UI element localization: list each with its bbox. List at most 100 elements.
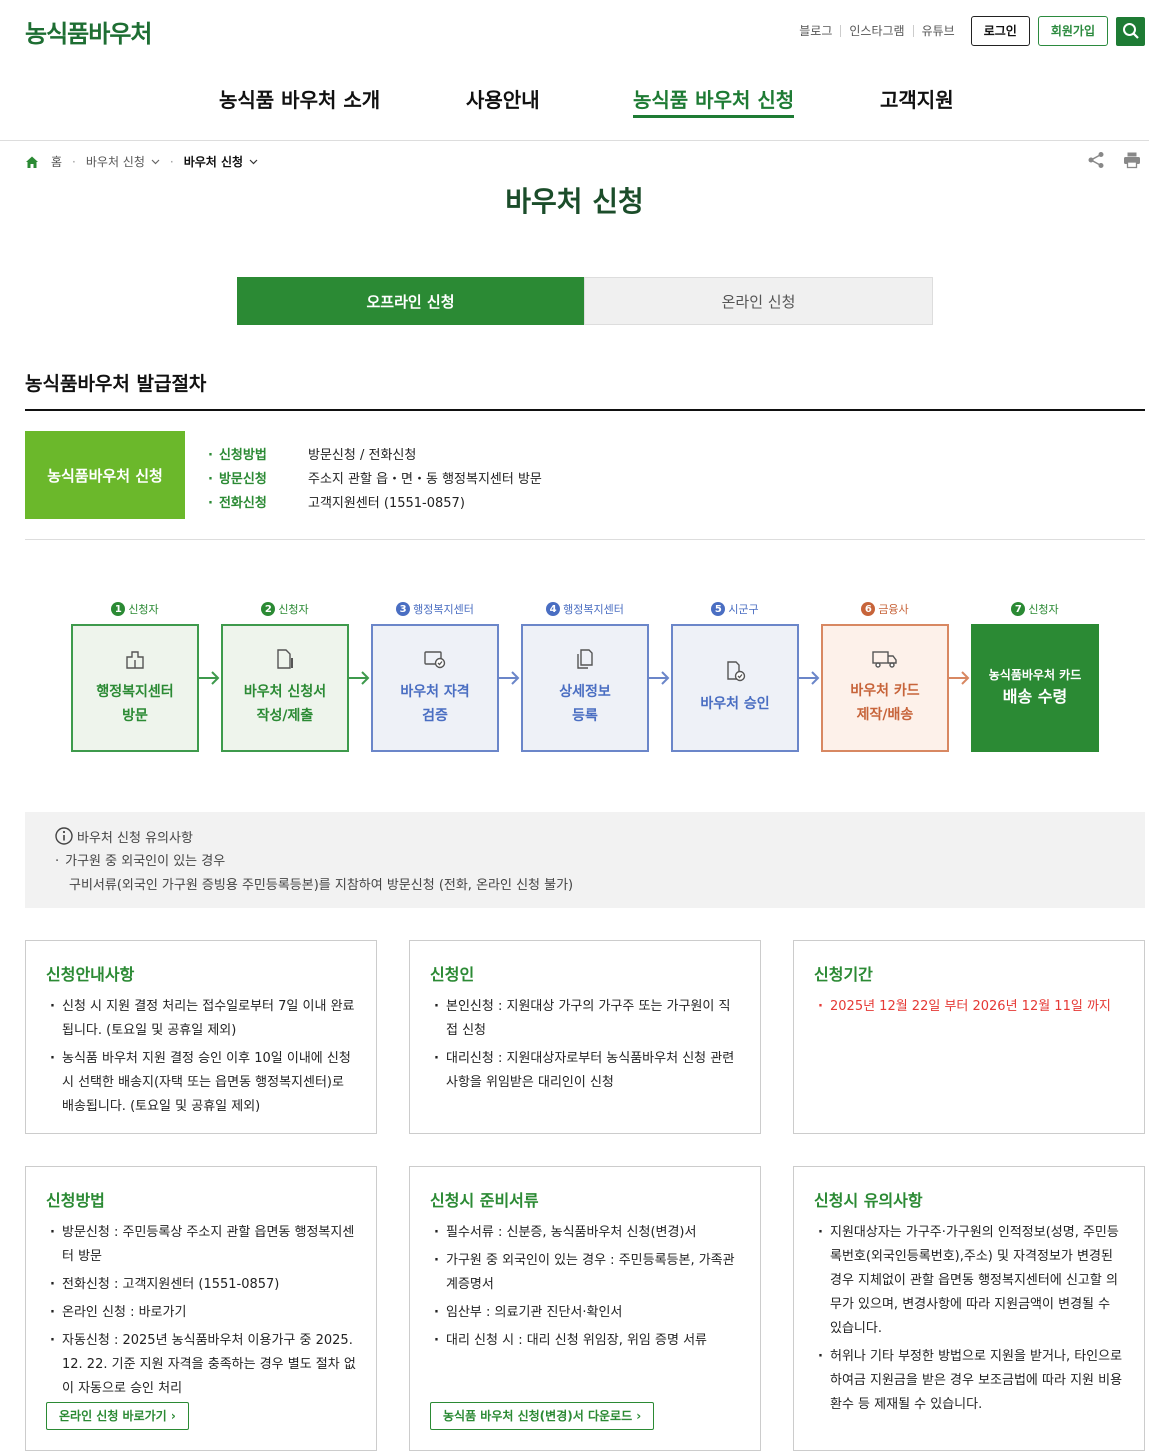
youtube-link[interactable]: 유튜브 bbox=[912, 25, 963, 37]
step-line2: 제작/배송 bbox=[856, 707, 914, 723]
step-actor-label: 신청자 bbox=[278, 603, 309, 616]
utility-bar: 블로그 인스타그램 유튜브 로그인 회원가입 bbox=[791, 16, 1145, 46]
card-title: 신청기간 bbox=[814, 965, 873, 984]
delivery-truck-icon bbox=[872, 651, 897, 668]
step-box: 농식품바우처 카드 배송 수령 bbox=[971, 624, 1099, 752]
list-item: 본인신청 : 지원대상 가구의 가구주 또는 가구원이 직접 신청 bbox=[430, 995, 740, 1043]
info-key: 방문신청 bbox=[208, 468, 308, 487]
list-item: 전화신청 : 고객지원센터 (1551-0857) bbox=[46, 1273, 356, 1297]
step-number: 6 bbox=[861, 602, 876, 616]
join-button[interactable]: 회원가입 bbox=[1037, 16, 1108, 46]
list-item: 지원대상자는 가구주·가구원의 인적정보(성명, 주민등록번호(외국인등록번호)… bbox=[814, 1221, 1124, 1341]
documents-icon bbox=[577, 649, 593, 669]
card-title: 신청시 준비서류 bbox=[430, 1191, 539, 1210]
print-icon[interactable] bbox=[1123, 151, 1141, 169]
card-guide: 신청안내사항 신청 시 지원 결정 처리는 접수일로부터 7일 이내 완료됩니다… bbox=[25, 940, 377, 1134]
building-icon bbox=[126, 651, 144, 669]
chevron-down-icon[interactable] bbox=[151, 159, 160, 165]
card-method: 신청방법 방문신청 : 주민등록상 주소지 관할 읍면동 행정복지센터 방문 전… bbox=[25, 1166, 377, 1451]
step-number: 1 bbox=[111, 602, 126, 616]
step-line1: 행정복지센터 bbox=[96, 684, 174, 700]
search-icon bbox=[1122, 23, 1139, 39]
arrow-right-icon bbox=[798, 671, 820, 685]
main-nav: 농식품 바우처 소개 사용안내 농식품 바우처 신청 고객지원 bbox=[0, 84, 1149, 124]
info-value: 고객지원센터 (1551-0857) bbox=[308, 495, 465, 511]
page-title: 바우처 신청 bbox=[505, 185, 644, 218]
list-item: 온라인 신청 : 바로가기 bbox=[46, 1301, 356, 1325]
list-item: 자동신청 : 2025년 농식품바우처 이용가구 중 2025. 12. 22.… bbox=[46, 1329, 356, 1401]
search-button[interactable] bbox=[1116, 16, 1145, 46]
notice-title-text: 바우처 신청 유의사항 bbox=[77, 830, 193, 846]
chevron-right-icon: › bbox=[170, 1409, 176, 1423]
site-logo[interactable]: 농식품바우처 bbox=[25, 20, 152, 48]
info-icon bbox=[55, 827, 73, 845]
step-box: 바우처 신청서 작성/제출 bbox=[221, 624, 349, 752]
list-item: 허위나 기타 부정한 방법으로 지원을 받거나, 타인으로 하여금 지원금을 받… bbox=[814, 1345, 1124, 1417]
nav-intro[interactable]: 농식품 바우처 소개 bbox=[219, 88, 381, 112]
arrow-right-icon bbox=[498, 671, 520, 685]
step-actor-label: 금융사 bbox=[878, 603, 909, 616]
share-icon[interactable] bbox=[1087, 151, 1105, 169]
tab-online[interactable]: 온라인 신청 bbox=[584, 277, 933, 325]
breadcrumb-separator: · bbox=[72, 154, 76, 169]
card-period: 신청기간 2025년 12월 22일 부터 2026년 12월 11일 까지 bbox=[793, 940, 1145, 1134]
step-box: 바우처 카드 제작/배송 bbox=[821, 624, 949, 752]
card-caution: 신청시 유의사항 지원대상자는 가구주·가구원의 인적정보(성명, 주민등록번호… bbox=[793, 1166, 1145, 1451]
breadcrumb-level1[interactable]: 바우처 신청 bbox=[85, 155, 145, 169]
step-number: 4 bbox=[546, 602, 561, 616]
list-item: 가구원 중 외국인이 있는 경우 : 주민등록등본, 가족관계증명서 bbox=[430, 1249, 740, 1297]
nav-apply[interactable]: 농식품 바우처 신청 bbox=[633, 84, 795, 118]
step-line1: 바우처 카드 bbox=[850, 683, 920, 699]
step-box: 바우처 승인 bbox=[671, 624, 799, 752]
step-actor-label: 행정복지센터 bbox=[563, 603, 624, 616]
list-item: 임산부 : 의료기관 진단서·확인서 bbox=[430, 1301, 740, 1325]
list-item: 대리신청 : 지원대상자로부터 농식품바우처 신청 관련 사항을 위임받은 대리… bbox=[430, 1047, 740, 1095]
step-line1: 바우처 승인 bbox=[700, 696, 770, 712]
list-item: 2025년 12월 22일 부터 2026년 12월 11일 까지 bbox=[814, 995, 1124, 1019]
card-title: 신청안내사항 bbox=[46, 965, 135, 984]
step-line2: 검증 bbox=[422, 708, 448, 724]
chevron-right-icon: › bbox=[636, 1409, 642, 1423]
step-number: 7 bbox=[1011, 602, 1026, 616]
form-download-label: 농식품 바우처 신청(변경)서 다운로드 bbox=[443, 1409, 633, 1423]
section-divider bbox=[25, 409, 1145, 411]
online-apply-button[interactable]: 온라인 신청 바로가기 › bbox=[46, 1402, 189, 1430]
section-title: 농식품바우처 발급절차 bbox=[25, 373, 207, 395]
step-line2: 작성/제출 bbox=[256, 708, 314, 724]
list-item: 대리 신청 시 : 대리 신청 위임장, 위임 증명 서류 bbox=[430, 1329, 740, 1353]
instagram-link[interactable]: 인스타그램 bbox=[840, 25, 912, 37]
step-actor-label: 신청자 bbox=[1028, 603, 1059, 616]
blog-link[interactable]: 블로그 bbox=[799, 24, 833, 38]
approval-document-icon bbox=[727, 661, 746, 682]
breadcrumb-current[interactable]: 바우처 신청 bbox=[183, 155, 244, 169]
step-line2: 등록 bbox=[572, 708, 598, 724]
form-download-button[interactable]: 농식품 바우처 신청(변경)서 다운로드 › bbox=[430, 1402, 655, 1430]
notice-line2: 구비서류(외국인 가구원 증빙용 주민등록등본)를 지참하여 방문신청 (전화,… bbox=[69, 878, 574, 893]
step-line1: 바우처 신청서 bbox=[243, 684, 327, 700]
breadcrumb-home[interactable]: 홈 bbox=[51, 155, 63, 169]
step-actor-label: 행정복지센터 bbox=[413, 603, 474, 616]
notice-line1: 가구원 중 외국인이 있는 경우 bbox=[65, 854, 226, 869]
chevron-down-icon[interactable] bbox=[249, 159, 258, 165]
verify-card-icon bbox=[424, 651, 446, 669]
home-icon[interactable] bbox=[25, 155, 39, 169]
nav-usage[interactable]: 사용안내 bbox=[466, 88, 540, 112]
notice-box: 바우처 신청 유의사항 ·가구원 중 외국인이 있는 경우 구비서류(외국인 가… bbox=[25, 812, 1145, 908]
tab-offline[interactable]: 오프라인 신청 bbox=[237, 277, 584, 325]
nav-support[interactable]: 고객지원 bbox=[880, 88, 954, 112]
login-button[interactable]: 로그인 bbox=[970, 16, 1030, 46]
